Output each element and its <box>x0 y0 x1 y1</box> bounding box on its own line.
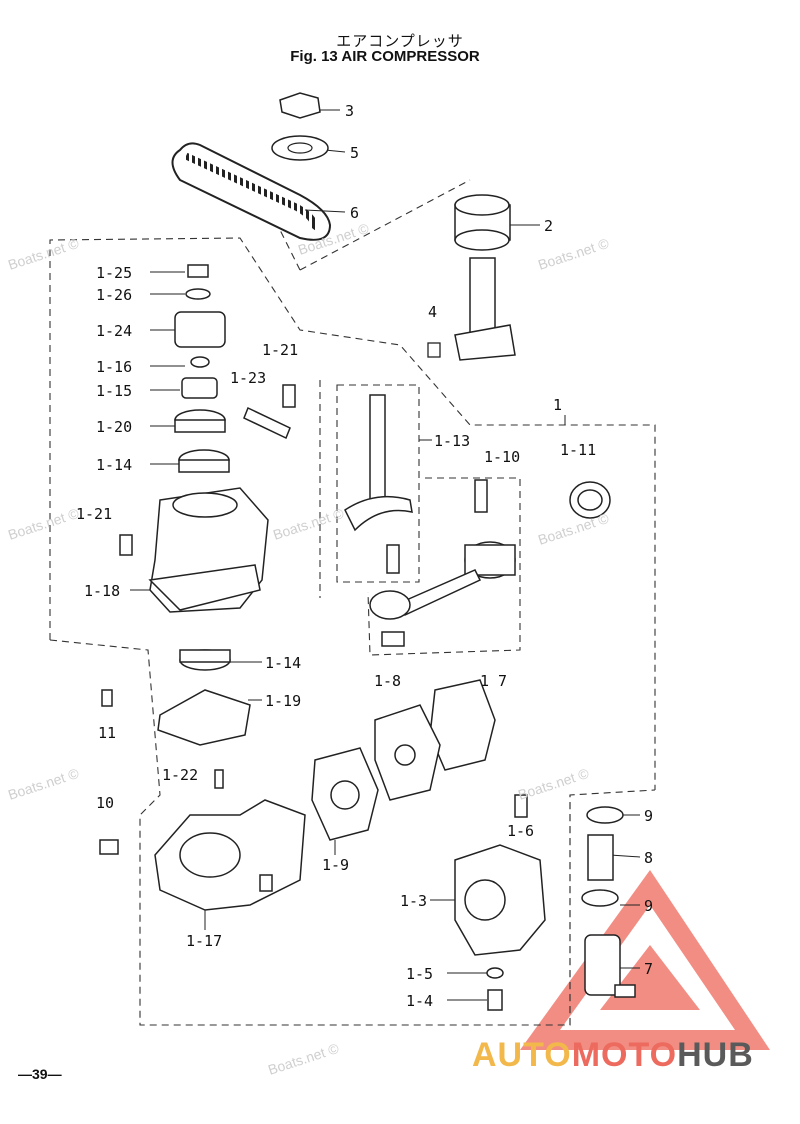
valve-plates <box>311 679 496 841</box>
cylinder-head <box>454 794 546 1011</box>
watermark: Boats.net © <box>516 765 591 803</box>
part-label: 1-6 <box>507 822 534 840</box>
part-label: 1-23 <box>230 369 266 387</box>
part-label: 1 7 <box>480 672 507 690</box>
part-label: 1-21 <box>262 341 298 359</box>
part-label: 1-10 <box>484 448 520 466</box>
nut <box>279 92 321 119</box>
cylinder-block <box>119 487 269 746</box>
assembly-boundaries <box>49 179 656 1026</box>
crankcase <box>99 769 306 911</box>
part-label: 1-14 <box>265 654 301 672</box>
part-label: 1-4 <box>406 992 433 1010</box>
part-label: 1-15 <box>96 382 132 400</box>
part-label: 10 <box>96 794 114 812</box>
part-label: 1-21 <box>76 505 112 523</box>
part-labels: 3 5 6 2 4 1 1-25 1-26 1-24 1-16 1-15 1-2… <box>76 102 653 1010</box>
part-label: 8 <box>644 849 653 867</box>
part-label: 1-20 <box>96 418 132 436</box>
part-label: 1-16 <box>96 358 132 376</box>
part-label: 1-25 <box>96 264 132 282</box>
part-label: 5 <box>350 144 359 162</box>
piston-assembly <box>369 479 611 647</box>
logo-part: HUB <box>677 1036 754 1074</box>
logo-part: AUTO <box>472 1036 572 1074</box>
figure-title: Fig. 13 AIR COMPRESSOR <box>290 48 480 65</box>
pulley <box>454 194 511 251</box>
part-label: 1-26 <box>96 286 132 304</box>
title-japanese: エアコンプレッサ <box>336 32 464 50</box>
watermark: Boats.net © <box>6 505 81 543</box>
drive-shaft <box>427 257 516 361</box>
brand-logo: AUTOMOTOHUB <box>472 1036 754 1075</box>
crankshaft <box>344 394 413 574</box>
air-filter-parts <box>101 689 636 998</box>
part-label: 1-19 <box>265 692 301 710</box>
part-label: 1-18 <box>84 582 120 600</box>
part-label: 3 <box>345 102 354 120</box>
timing-belt <box>171 142 332 241</box>
part-label: 9 <box>644 897 653 915</box>
watermark: Boats.net © <box>6 765 81 803</box>
watermark: Boats.net © <box>536 510 611 548</box>
watermark: Boats.net © <box>6 235 81 273</box>
part-label: 1-14 <box>96 456 132 474</box>
part-label: 1-22 <box>162 766 198 784</box>
part-label: 1-9 <box>322 856 349 874</box>
part-label: 1-8 <box>374 672 401 690</box>
watermark: Boats.net © <box>271 505 346 543</box>
part-label: 1-13 <box>434 432 470 450</box>
part-label: 1-11 <box>560 441 596 459</box>
part-label: 11 <box>98 724 116 742</box>
part-label: 9 <box>644 807 653 825</box>
page-number: —39— <box>18 1066 62 1082</box>
watermark: Boats.net © <box>536 235 611 273</box>
part-label: 1-24 <box>96 322 132 340</box>
part-label: 1-3 <box>400 892 427 910</box>
part-label: 7 <box>644 960 653 978</box>
part-label: 6 <box>350 204 359 222</box>
part-label: 1-17 <box>186 932 222 950</box>
part-label: 1-5 <box>406 965 433 983</box>
part-label: 1 <box>553 396 562 414</box>
left-stack-parts <box>174 264 296 473</box>
watermark: Boats.net © <box>266 1040 341 1078</box>
part-label: 2 <box>544 217 553 235</box>
part-label: 4 <box>428 303 437 321</box>
leader-lines <box>130 109 641 1001</box>
logo-part: MOTO <box>571 1036 678 1074</box>
